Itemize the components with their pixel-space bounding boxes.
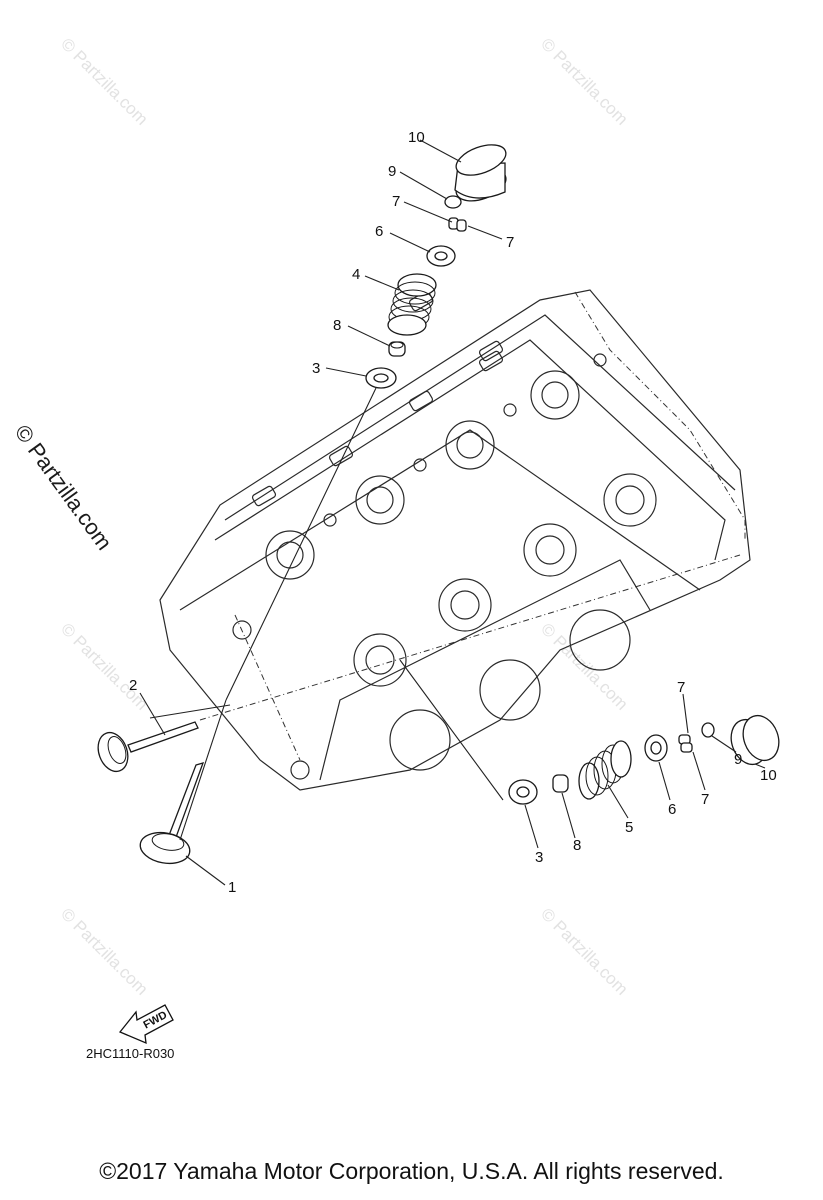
upper-valve-assembly	[365, 144, 507, 389]
spring-retainer-upper	[426, 245, 456, 267]
background-watermarks: © Partzilla.com © Partzilla.com © Partzi…	[57, 34, 631, 998]
callout-9-lower: 9	[734, 751, 742, 768]
valve-lifter-upper	[454, 144, 507, 202]
callout-8-upper: 8	[333, 317, 341, 334]
callout-8-lower: 8	[573, 837, 581, 854]
callout-3-upper: 3	[312, 360, 320, 377]
watermark-tile: © Partzilla.com	[537, 34, 631, 128]
callout-2: 2	[129, 677, 137, 694]
callout-9-upper: 9	[388, 163, 396, 180]
spring-seat-lower	[508, 779, 538, 805]
callout-6-lower: 6	[668, 801, 676, 818]
intake-valve	[139, 762, 205, 865]
spring-retainer-lower	[644, 734, 668, 762]
fwd-arrow-icon: FWD	[118, 1004, 174, 1045]
copyright-notice: ©2017 Yamaha Motor Corporation, U.S.A. A…	[99, 1158, 724, 1184]
callout-10-upper: 10	[408, 129, 425, 146]
watermark-tile: © Partzilla.com	[57, 619, 151, 713]
valve-cotters-upper	[448, 217, 467, 232]
valve-pad-upper	[444, 195, 462, 209]
callout-6-upper: 6	[375, 223, 383, 240]
watermark-tile: © Partzilla.com	[537, 619, 631, 713]
callout-7-upper-right: 7	[506, 234, 514, 251]
callout-4: 4	[352, 266, 360, 283]
valve-stem-seal-lower	[552, 774, 569, 793]
spring-seat-upper	[365, 367, 397, 389]
watermark-tile: © Partzilla.com	[57, 34, 151, 128]
callout-numbers: 10 9 7 7 6 4 8 3 2 1 3 8 5 6 7 7 9 10	[129, 129, 777, 896]
exhaust-valve	[97, 721, 199, 773]
valve-stem-seal-upper	[388, 341, 406, 357]
callout-7-lower-bottom: 7	[701, 791, 709, 808]
valve-cotters-lower	[678, 734, 693, 753]
lower-valve-assembly	[508, 714, 780, 805]
valve-pad-lower	[701, 722, 715, 738]
callout-7-lower-top: 7	[677, 679, 685, 696]
callout-7-upper-left: 7	[392, 193, 400, 210]
callout-5: 5	[625, 819, 633, 836]
valve-lifter-lower	[730, 714, 780, 766]
watermark-tile: © Partzilla.com	[537, 904, 631, 998]
callout-1: 1	[228, 879, 236, 896]
valve-spring-upper	[387, 273, 437, 336]
watermark-tile: © Partzilla.com	[57, 904, 151, 998]
valve-spring-lower	[578, 740, 632, 800]
cylinder-head	[159, 289, 751, 791]
callout-3-lower: 3	[535, 849, 543, 866]
callout-10-lower: 10	[760, 767, 777, 784]
diagram-code: 2HC1110-R030	[86, 1046, 175, 1061]
leader-lines	[139, 139, 766, 886]
